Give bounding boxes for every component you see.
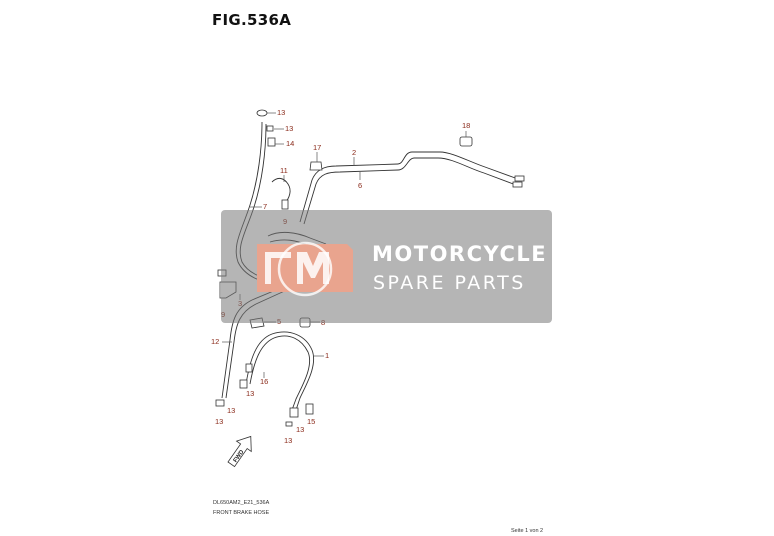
callout-12: 12	[211, 337, 219, 346]
sensor-11	[281, 199, 289, 210]
sensor-lead-11	[271, 177, 291, 205]
caliper-banjo-right	[289, 407, 299, 418]
callout-1: 1	[325, 351, 329, 360]
callout-16: 16	[260, 377, 268, 386]
washer-13-lower	[285, 421, 293, 427]
callout-13-bottom: 13	[284, 436, 292, 445]
banjo-bolt-top	[256, 109, 268, 117]
banjo-13-left	[215, 399, 225, 407]
bolt-15	[305, 403, 314, 415]
watermark-line1: MOTORCYCLE	[372, 242, 548, 266]
hose-1-inner	[249, 335, 310, 411]
callout-13-washer: 13	[285, 124, 293, 133]
fitting-16	[245, 363, 253, 373]
callout-14: 14	[286, 139, 294, 148]
bolt-14	[267, 137, 276, 147]
grommet-17	[309, 161, 323, 171]
figure-title: FIG.536A	[212, 11, 292, 29]
figure-caption: FRONT BRAKE HOSE	[213, 510, 270, 516]
hose-1	[245, 331, 314, 411]
callout-13-top: 13	[277, 108, 285, 117]
callout-13-left-upper: 13	[227, 406, 235, 415]
callout-13-left-lower: 13	[215, 417, 223, 426]
callout-18: 18	[462, 121, 470, 130]
forward-arrow: FWD	[227, 435, 252, 468]
callout-17: 17	[313, 143, 321, 152]
washer-top	[266, 125, 274, 132]
clamp-18	[459, 136, 473, 147]
watermark-line2: SPARE PARTS	[373, 272, 526, 294]
callout-13-right: 13	[296, 425, 304, 434]
callout-11: 11	[280, 166, 288, 175]
callout-15: 15	[307, 417, 315, 426]
callout-13-mid: 13	[246, 389, 254, 398]
callout-6: 6	[358, 181, 362, 190]
pipe-end-fitting-a	[514, 175, 525, 182]
watermark-logo	[257, 241, 353, 297]
callout-7: 7	[263, 202, 267, 211]
figure-code: DL650AM2_E21_536A	[213, 500, 270, 506]
page-note: Seite 1 von 2	[511, 528, 544, 534]
banjo-13-mid	[239, 379, 248, 389]
callout-2: 2	[352, 148, 356, 157]
pipe-6	[303, 157, 517, 225]
pipe-end-fitting-b	[512, 181, 523, 188]
